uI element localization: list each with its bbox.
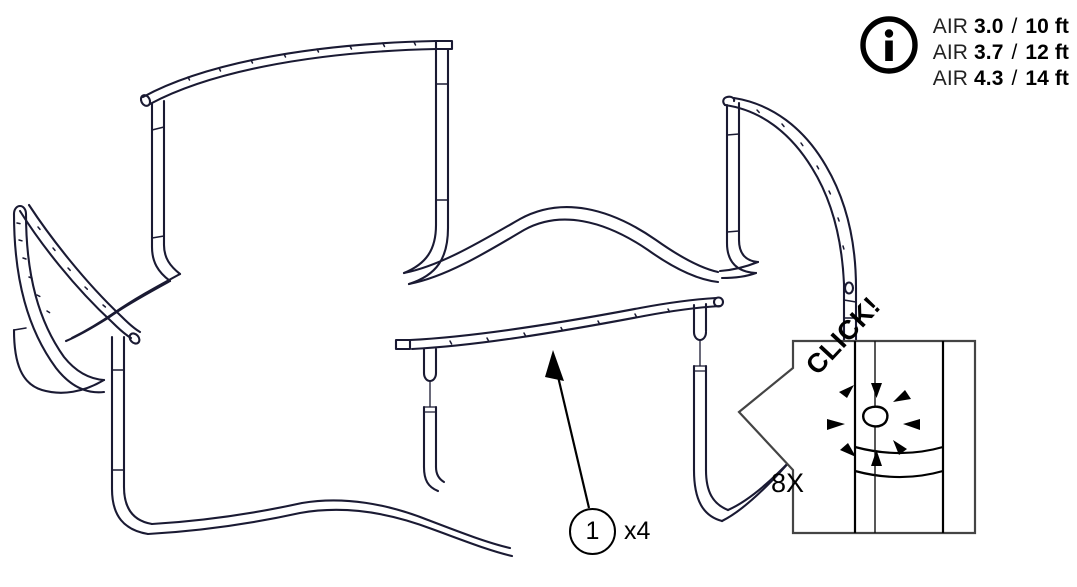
info-circle-icon <box>860 16 918 74</box>
air-label: AIR <box>932 67 969 90</box>
air-separator: / <box>1011 15 1018 38</box>
middle-rail-left-leg <box>422 347 446 493</box>
air-size-row: AIR 3.0 / 10 ft <box>933 14 1069 39</box>
left-lower-vertical-leg <box>110 335 154 536</box>
step-number-badge: 1 <box>569 508 616 555</box>
air-unit: ft <box>1054 41 1069 64</box>
air-unit: ft <box>1054 15 1069 38</box>
air-size: 10 <box>1025 15 1049 38</box>
air-size: 12 <box>1025 41 1049 64</box>
detail-panel-frame <box>737 339 977 535</box>
middle-rail-right-leg <box>692 302 730 523</box>
left-cross-tube <box>18 203 142 345</box>
right-vertical-pole <box>842 282 858 347</box>
detail-tube <box>853 341 945 533</box>
air-separator: / <box>1011 67 1018 90</box>
air-value: 3.7 <box>974 41 1004 64</box>
rear-curved-arch <box>722 95 858 295</box>
bottom-base-rail <box>146 499 514 558</box>
air-value: 3.0 <box>974 15 1004 38</box>
top-arched-rail <box>139 39 454 107</box>
snap-button-icon <box>862 405 889 428</box>
step-callout: 1 x4 <box>569 508 650 555</box>
air-label: AIR <box>932 41 969 64</box>
air-value: 4.3 <box>974 67 1004 90</box>
air-unit: ft <box>1054 67 1069 90</box>
left-side-arch <box>12 204 106 394</box>
left-vertical-leg <box>150 99 182 283</box>
air-size-info-block: AIR 3.0 / 10 ft AIR 3.7 / 12 ft AIR 4.3 … <box>859 12 1069 91</box>
step-quantity-label: x4 <box>624 517 651 545</box>
detail-quantity-label: 8X <box>771 468 805 498</box>
air-size-list: AIR 3.0 / 10 ft AIR 3.7 / 12 ft AIR 4.3 … <box>933 12 1069 91</box>
middle-s-curve-rail <box>402 206 720 286</box>
air-label: AIR <box>932 15 969 38</box>
rear-arch-to-scurve-link <box>718 260 760 280</box>
air-size: 14 <box>1025 67 1049 90</box>
burst-arrows <box>827 383 920 466</box>
air-size-row: AIR 4.3 / 14 ft <box>933 66 1069 91</box>
air-size-row: AIR 3.7 / 12 ft <box>933 40 1069 65</box>
air-separator: / <box>1011 41 1018 64</box>
rear-arch-left-pole <box>725 101 760 275</box>
